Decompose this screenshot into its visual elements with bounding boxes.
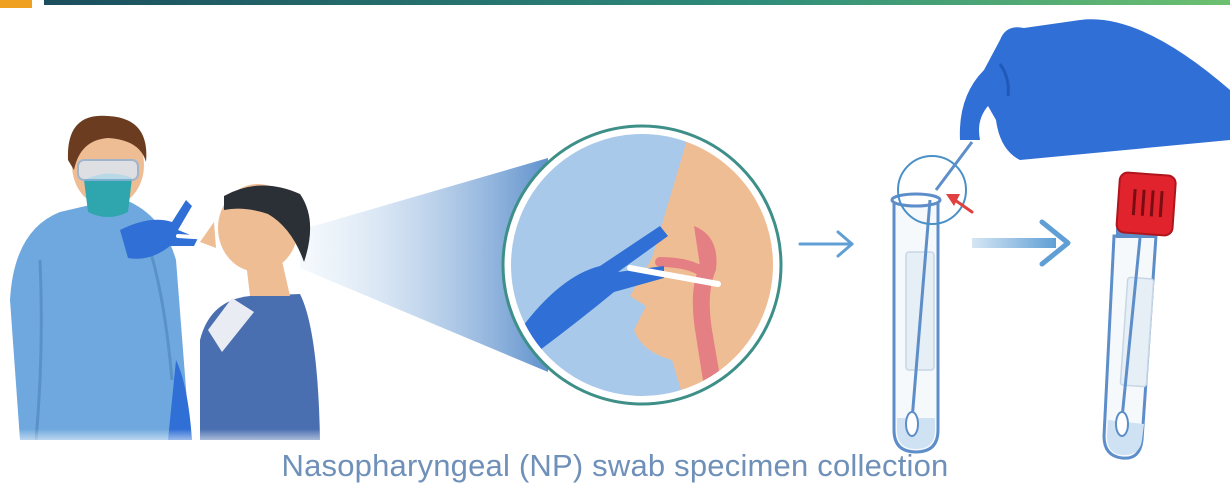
capped-specimen-tube [1104, 172, 1176, 458]
flow-arrow-1 [800, 232, 852, 256]
magnified-nasal-cavity [503, 126, 800, 420]
flow-arrow-2 [972, 222, 1068, 264]
figure-caption: Nasopharyngeal (NP) swab specimen collec… [0, 448, 1230, 484]
figure-fade [0, 380, 330, 450]
gloved-hand-top [960, 19, 1230, 160]
open-specimen-tube [892, 142, 972, 452]
tube-cap [1116, 172, 1176, 236]
